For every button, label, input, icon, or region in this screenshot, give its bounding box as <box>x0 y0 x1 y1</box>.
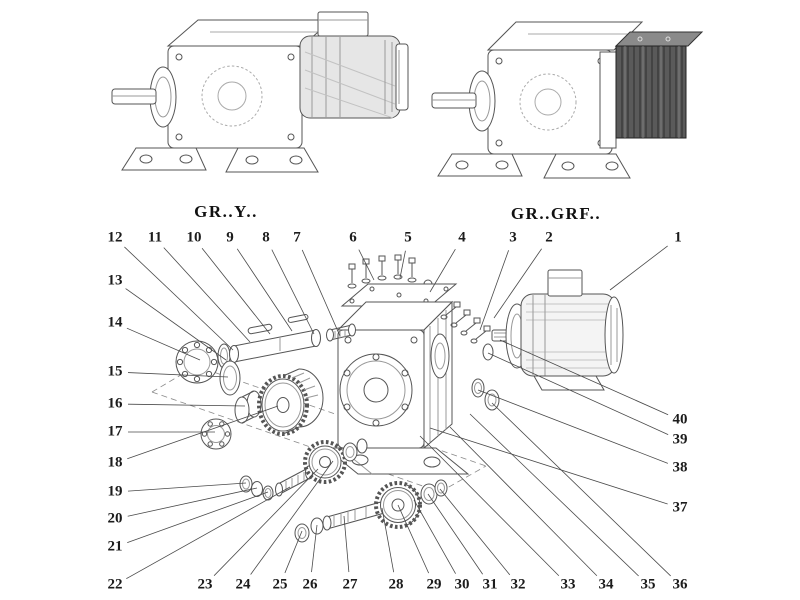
pinion-shaft <box>275 465 313 497</box>
callout-7: 7 <box>293 229 301 246</box>
variant-label-gr-y: GR..Y.. <box>194 202 258 221</box>
callout-22: 22 <box>107 576 123 593</box>
callout-37: 37 <box>672 499 688 516</box>
callout-23: 23 <box>197 576 213 593</box>
callout-12: 12 <box>107 229 123 246</box>
callout-35: 35 <box>640 576 656 593</box>
output-shaft-assembly <box>294 479 448 543</box>
callout-9: 9 <box>226 229 234 246</box>
callout-40: 40 <box>672 411 688 428</box>
motor-top-left <box>299 11 409 119</box>
callout-19: 19 <box>107 483 123 500</box>
bearing-large <box>175 340 219 384</box>
callout-17: 17 <box>107 423 123 440</box>
input-shaft-assembly <box>217 314 356 369</box>
callout-14: 14 <box>107 314 123 331</box>
callout-34: 34 <box>598 576 614 593</box>
callout-2: 2 <box>545 229 553 246</box>
callout-26: 26 <box>302 576 318 593</box>
callout-15: 15 <box>107 363 123 380</box>
exploded-view <box>151 254 624 543</box>
callout-4: 4 <box>458 229 466 246</box>
callout-27: 27 <box>342 576 358 593</box>
callout-10: 10 <box>186 229 202 246</box>
seal-ring <box>219 360 241 396</box>
callout-39: 39 <box>672 431 688 448</box>
callout-1: 1 <box>674 229 682 246</box>
callout-20: 20 <box>107 510 123 527</box>
callout-11: 11 <box>147 229 163 246</box>
gearmotor-gr-y-drawing <box>111 11 409 173</box>
variant-label-gr-grf: GR..GRF.. <box>510 204 602 223</box>
callout-18: 18 <box>107 454 123 471</box>
callout-33: 33 <box>560 576 576 593</box>
callout-24: 24 <box>235 576 251 593</box>
washer-set <box>239 475 274 501</box>
callout-8: 8 <box>262 229 270 246</box>
callout-30: 30 <box>454 576 470 593</box>
motor-assembly <box>491 269 624 391</box>
finned-cover-block <box>599 31 704 149</box>
callout-38: 38 <box>672 459 688 476</box>
callout-21: 21 <box>107 538 123 555</box>
callout-3: 3 <box>509 229 517 246</box>
callout-13: 13 <box>107 272 123 289</box>
callout-16: 16 <box>107 395 123 412</box>
callout-28: 28 <box>388 576 404 593</box>
callout-5: 5 <box>404 229 412 246</box>
gear-large <box>257 368 324 436</box>
gearmotor-gr-grf-drawing <box>431 21 704 179</box>
callout-32: 32 <box>510 576 526 593</box>
callout-31: 31 <box>482 576 498 593</box>
gearbox-housing <box>324 300 470 475</box>
callout-25: 25 <box>272 576 288 593</box>
callout-36: 36 <box>672 576 688 593</box>
input-rings <box>471 335 508 411</box>
bearing-small <box>200 418 232 450</box>
callout-29: 29 <box>426 576 442 593</box>
callout-6: 6 <box>349 229 357 246</box>
